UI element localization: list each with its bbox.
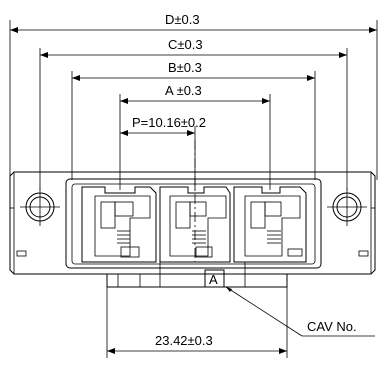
left-mounting-hole xyxy=(16,188,60,257)
connector-flange xyxy=(9,171,376,275)
dimension-c xyxy=(39,48,348,190)
cavity-number-letter: A xyxy=(209,272,218,287)
cavity-number-callout xyxy=(204,269,375,337)
cavity-3 xyxy=(233,186,307,263)
dimension-pitch xyxy=(120,126,196,190)
dimension-c-label: C±0.3 xyxy=(168,37,203,52)
cavity-1 xyxy=(81,186,157,263)
dimension-b xyxy=(71,71,316,180)
dimension-d xyxy=(9,20,378,180)
mating-face-frame xyxy=(65,178,322,269)
dimension-d-label: D±0.3 xyxy=(165,12,200,27)
dimension-bottom-label: 23.42±0.3 xyxy=(155,333,213,348)
housing-skirt xyxy=(106,262,288,288)
right-mounting-hole xyxy=(327,188,369,257)
dimension-b-label: B±0.3 xyxy=(168,60,202,75)
dimension-bottom xyxy=(106,285,288,358)
cavity-2 xyxy=(159,186,231,263)
dimension-a xyxy=(119,94,271,190)
dimension-a-label: A ±0.3 xyxy=(165,83,202,98)
cavity-number-label: CAV No. xyxy=(307,319,357,334)
dimension-pitch-label: P=10.16±0.2 xyxy=(132,115,206,130)
